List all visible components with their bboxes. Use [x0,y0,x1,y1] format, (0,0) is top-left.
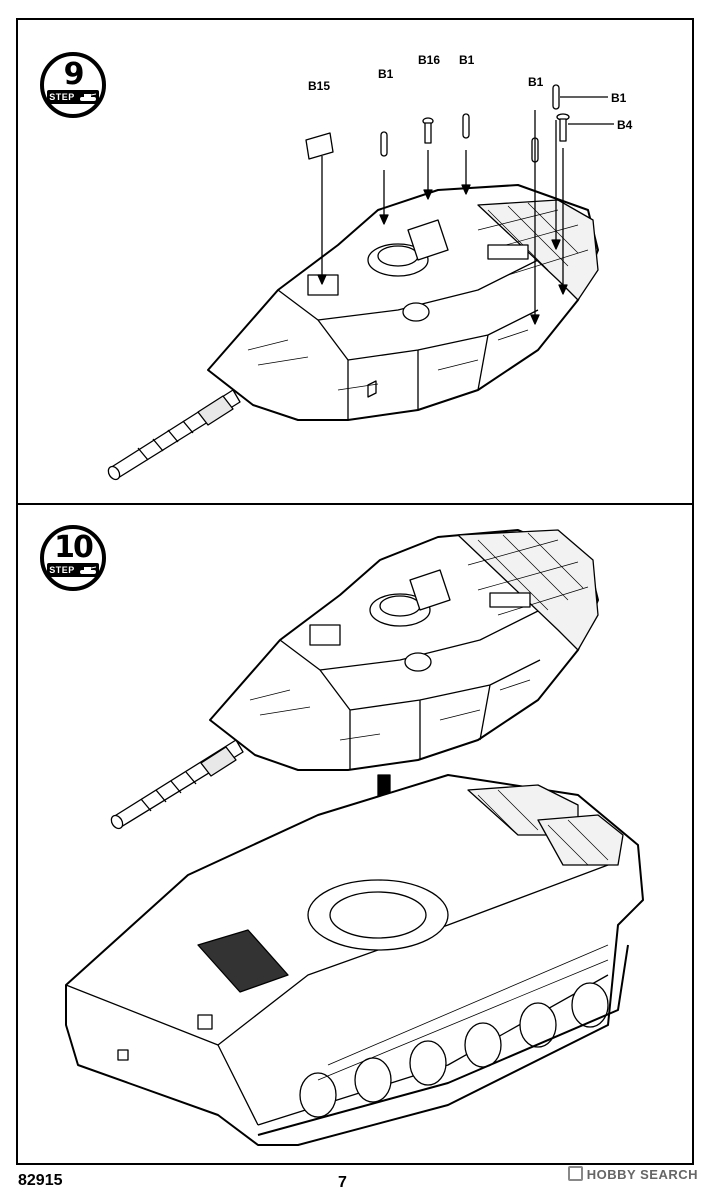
part-b16-pin [422,117,434,200]
part-label-b4: B4 [617,118,633,132]
engine-grille [197,929,289,993]
step-10-label-bar: STEP [47,563,99,577]
road-wheels [299,982,609,1118]
tank-icon [79,93,96,101]
part-b1-antenna-1 [379,131,389,225]
step-10-badge: 10 STEP [40,525,106,591]
part-b4-pin [556,113,614,295]
step-9-panel: 9 STEP [16,18,694,505]
step-9-label-bar: STEP [47,90,99,104]
step-9-badge: 9 STEP [40,52,106,118]
watermark: HOBBY SEARCH [567,1166,698,1182]
tank-icon [79,566,96,574]
hobby-search-logo-icon [567,1166,583,1181]
step-10-label: STEP [49,565,75,575]
part-label-b1-d: B1 [611,91,627,105]
part-label-b1-c: B1 [528,75,544,89]
part-b15-plate [305,132,334,285]
product-code: 82915 [18,1172,63,1189]
step-9-number: 9 [63,57,85,92]
part-b1-antenna-2 [461,113,471,195]
turret-assembly-drawing: B15 B1 B16 B1 B1 B1 B4 [107,53,633,481]
step-10-panel: 10 STEP [16,505,694,1165]
part-label-b1-b: B1 [459,53,475,67]
part-label-b16: B16 [418,53,440,67]
part-label-b15: B15 [308,79,330,93]
part-label-b1-a: B1 [378,67,394,81]
step-10-number: 10 [54,530,94,565]
part-b1-antenna-3 [530,110,540,325]
turret-to-hull-assembly-drawing [65,529,644,1146]
step-9-label: STEP [49,92,75,102]
watermark-text: HOBBY SEARCH [586,1167,698,1182]
page-number: 7 [338,1174,347,1191]
part-b1-antenna-4 [551,84,608,250]
